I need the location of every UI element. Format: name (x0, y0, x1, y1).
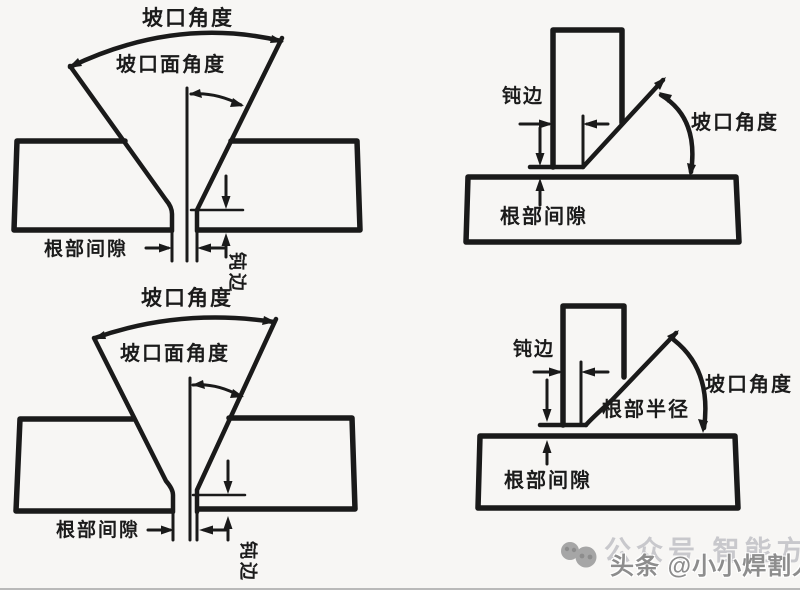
dim-arrow-icon (223, 481, 233, 494)
dim-arrow-icon (539, 119, 553, 129)
dim-arrow-icon (197, 243, 211, 253)
watermark-wechat-text: 公众号 智能方 (604, 536, 800, 566)
arc-arrow-icon (189, 89, 202, 98)
dim-arrow-icon (542, 409, 552, 422)
j-groove-face-line (583, 330, 679, 428)
groove-angle-arc (67, 30, 284, 70)
groove-face-right (194, 316, 279, 515)
root-extension-lines (171, 510, 199, 542)
arc-arrow-icon (68, 58, 82, 68)
arc-arrow-icon (230, 98, 244, 107)
dim-arrow-icon (221, 196, 231, 209)
arc-arrow-icon (230, 389, 244, 398)
dim-arrow-icon (223, 516, 233, 529)
label-root-gap-tl: 根部间隙 (44, 239, 129, 260)
dim-arrow-icon (542, 440, 552, 453)
base-plate (463, 174, 742, 245)
bevel-arrow-icon (654, 77, 666, 90)
diagram-butt-v-groove-top-left (11, 30, 363, 263)
diagram-tee-bevel-top-right (463, 27, 742, 245)
diagram-butt-v-groove-bottom-left (13, 315, 358, 542)
label-root-face-tr: 钝边 (502, 86, 545, 107)
watermark-logo-icon (561, 542, 597, 568)
label-root-face-bl: 钝边 (238, 541, 258, 583)
groove-angle-arc (658, 92, 695, 175)
vertical-plate (560, 303, 627, 428)
groove-angle-arc (671, 337, 708, 431)
label-root-gap-tr: 根部间隙 (500, 206, 588, 228)
arc-arrow-icon (270, 35, 284, 43)
dim-arrow-icon (221, 233, 231, 246)
arc-arrow-icon (659, 92, 672, 103)
arc-arrow-icon (698, 419, 708, 433)
arc-arrow-icon (687, 163, 696, 177)
dim-arrow-icon (583, 119, 597, 129)
groove-face-left (67, 63, 175, 234)
arc-arrow-icon (93, 331, 106, 339)
plate-left (11, 138, 173, 233)
dim-arrow-icon (581, 367, 595, 377)
arc-arrow-icon (262, 316, 276, 325)
dim-arrow-icon (549, 367, 563, 377)
label-root-gap-bl: 根部间隙 (56, 520, 141, 541)
dim-arrow-icon (159, 243, 172, 253)
plate-right (195, 415, 358, 512)
label-root-face-br: 钝边 (513, 339, 556, 360)
label-root-radius-br: 根部半径 (602, 399, 690, 421)
dim-arrow-icon (161, 525, 174, 535)
base-plate (475, 433, 741, 511)
root-extension-lines (170, 229, 199, 263)
dim-arrow-icon (199, 525, 213, 535)
image-bottom-border (0, 588, 800, 590)
label-groove-angle-tr: 坡口角度 (691, 112, 779, 134)
plate-left (13, 416, 175, 514)
dim-arrow-icon (535, 153, 545, 166)
groove-face-left (91, 335, 176, 515)
label-groove-face-angle-bl: 坡口面角度 (120, 343, 230, 365)
label-groove-angle-tl: 坡口角度 (142, 7, 234, 30)
dim-arrow-icon (535, 178, 545, 191)
label-groove-face-angle-tl: 坡口面角度 (116, 54, 226, 76)
arc-arrow-icon (192, 380, 205, 389)
plate-right (195, 138, 363, 233)
bevel-face-line (580, 77, 666, 170)
label-root-gap-br: 根部间隙 (504, 470, 592, 492)
diagram-tee-j-groove-bottom-right (475, 303, 741, 511)
groove-angle-arc (92, 315, 277, 341)
label-groove-angle-br: 坡口角度 (705, 374, 793, 396)
watermark-toutiao-text: 头条 @小小焊割人 (610, 553, 800, 580)
bevel-arrow-icon (667, 330, 679, 342)
label-groove-angle-bl: 坡口角度 (141, 287, 233, 310)
vertical-plate (550, 27, 625, 170)
